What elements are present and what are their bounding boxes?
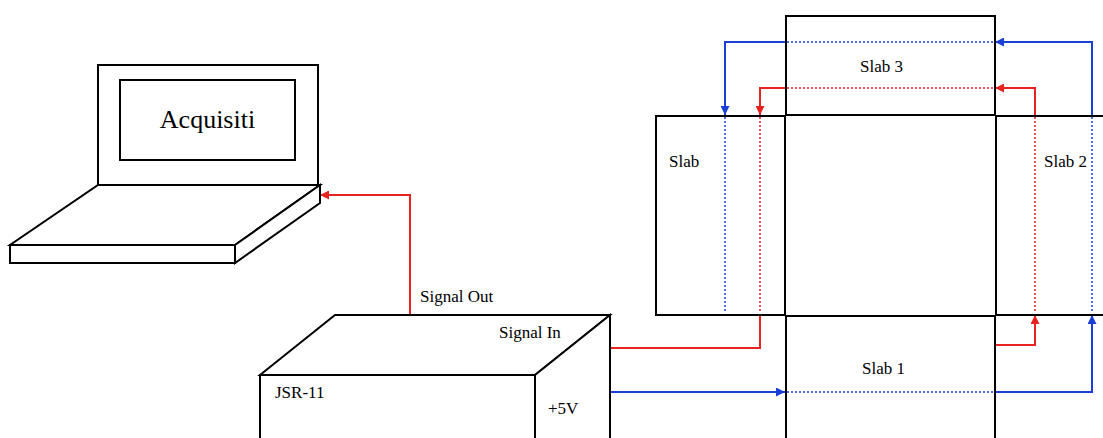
power-wire xyxy=(995,42,1092,115)
inner-wire xyxy=(787,87,993,89)
power-wire xyxy=(995,315,1092,392)
slab: Slab xyxy=(655,115,786,316)
laptop-outline xyxy=(10,65,320,265)
inner-wire xyxy=(759,117,761,313)
signal-wire xyxy=(320,195,410,315)
inner-wire xyxy=(787,41,993,43)
slab: Slab 2 xyxy=(995,115,1103,316)
node-label: JSR-11 xyxy=(275,383,324,403)
slab: Slab 1 xyxy=(785,315,996,438)
node-label: Slab xyxy=(669,152,699,172)
node-label: Slab 2 xyxy=(1044,152,1087,172)
signal-name: Signal In xyxy=(497,323,563,343)
node-label: Slab 3 xyxy=(860,57,903,77)
inner-wire xyxy=(787,391,993,393)
power-wire xyxy=(725,42,785,115)
signal-wire xyxy=(760,88,785,115)
signal-name: +5V xyxy=(546,399,580,419)
inner-wire xyxy=(1091,117,1093,313)
screen-text: Acquisiti xyxy=(160,105,255,135)
node-label: Slab 1 xyxy=(862,359,905,379)
inner-wire xyxy=(724,117,726,313)
slab: Slab 3 xyxy=(785,15,996,116)
signal-wire xyxy=(995,315,1035,345)
laptop: Acquisiti xyxy=(10,65,320,265)
signal-wire xyxy=(995,88,1035,115)
inner-wire xyxy=(1034,117,1036,313)
signal-name: Signal Out xyxy=(418,287,495,307)
